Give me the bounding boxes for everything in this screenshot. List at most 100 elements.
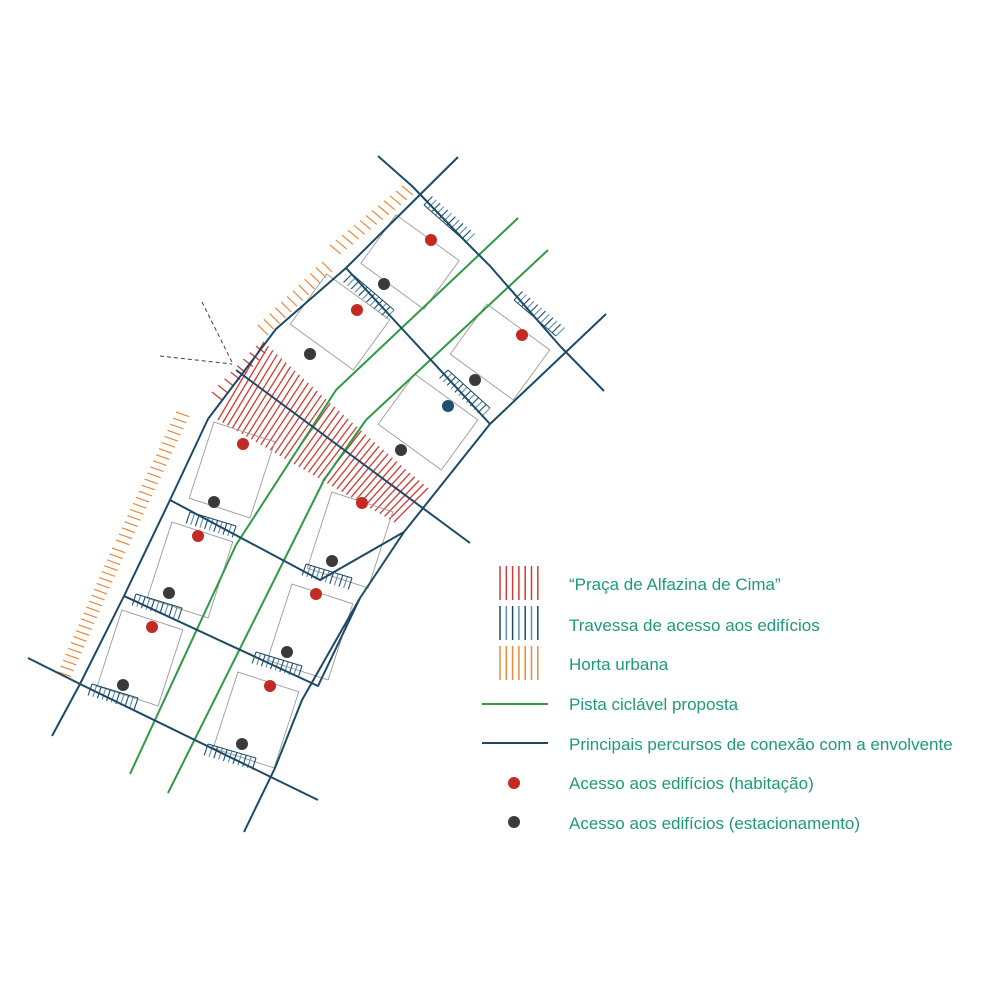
garden-hatch-line bbox=[155, 454, 170, 460]
building-block bbox=[360, 214, 460, 310]
garden-hatch-line bbox=[150, 466, 164, 473]
passage-line bbox=[227, 524, 232, 537]
annotation-leader bbox=[159, 301, 233, 365]
garden-hatch-line bbox=[144, 478, 158, 485]
housing-access-dot bbox=[351, 304, 363, 316]
plaza-hatch-line bbox=[345, 449, 385, 495]
parking-access-dot bbox=[117, 679, 129, 691]
plaza-hatch-line bbox=[217, 384, 229, 394]
passage-edge bbox=[135, 593, 183, 609]
plaza-hatch-line bbox=[211, 391, 222, 401]
plaza-hatch-line bbox=[355, 457, 393, 501]
road-line bbox=[169, 499, 405, 581]
housing-access-dot bbox=[310, 588, 322, 600]
passage-line bbox=[457, 226, 468, 236]
passage-line bbox=[431, 202, 441, 213]
garden-hatch bbox=[57, 185, 414, 678]
passage-line bbox=[208, 518, 214, 531]
garden-hatch-line bbox=[286, 295, 298, 307]
passage-line bbox=[185, 511, 191, 524]
garden-hatch-line bbox=[164, 435, 178, 442]
plaza-hatch-line bbox=[241, 362, 287, 435]
plaza-hatch-line bbox=[350, 453, 389, 498]
garden-hatch-line bbox=[371, 210, 384, 221]
passage-line bbox=[106, 689, 111, 702]
plaza-hatch-line bbox=[243, 358, 254, 368]
passage-line bbox=[461, 229, 472, 240]
garden-hatch-line bbox=[73, 636, 87, 642]
passage-line bbox=[177, 607, 183, 620]
passage-line bbox=[190, 513, 196, 525]
bike-lane-line bbox=[167, 479, 325, 794]
road-line bbox=[377, 155, 605, 392]
garden-hatch-line bbox=[172, 417, 187, 424]
passage-line bbox=[251, 651, 257, 664]
garden-hatch-line bbox=[321, 261, 333, 273]
passage-line bbox=[163, 603, 169, 616]
plaza-hatch-line bbox=[231, 354, 278, 429]
passage-line bbox=[208, 745, 214, 757]
garden-hatch-line bbox=[377, 205, 390, 216]
legend: “Praça de Alfazina de Cima” Travessa de … bbox=[482, 566, 953, 833]
legend-bike-label: Pista ciclável proposta bbox=[569, 695, 739, 714]
garden-hatch-line bbox=[86, 606, 100, 613]
plaza-hatch-line bbox=[293, 406, 336, 465]
passage-edge bbox=[447, 369, 491, 409]
garden-hatch-line bbox=[383, 200, 396, 211]
plaza-hatch-line bbox=[326, 434, 367, 484]
garden-hatch-line bbox=[304, 278, 315, 290]
road-line bbox=[51, 156, 459, 737]
bike-lane-line bbox=[365, 249, 549, 421]
building-block bbox=[289, 273, 391, 371]
passage-line bbox=[306, 565, 312, 577]
passage-line bbox=[547, 320, 558, 330]
garden-hatch-line bbox=[127, 515, 141, 521]
garden-hatch-line bbox=[132, 502, 147, 509]
annotation-dashed-line bbox=[159, 355, 233, 365]
plaza-hatch-line bbox=[317, 426, 358, 479]
garden-hatch-line bbox=[62, 659, 77, 666]
passage-line bbox=[532, 307, 542, 317]
garden-hatch-line bbox=[175, 411, 190, 418]
passage-edge bbox=[351, 273, 395, 311]
parking-access-dot bbox=[395, 444, 407, 456]
legend-passage-symbol bbox=[499, 606, 539, 640]
plaza-hatch-line bbox=[364, 464, 402, 506]
garden-hatch-line bbox=[75, 630, 90, 636]
building-block bbox=[449, 303, 551, 401]
passage-line bbox=[427, 199, 437, 209]
plaza-hatch-line bbox=[388, 483, 425, 520]
bike-lane-line bbox=[335, 217, 519, 391]
garden-hatch-line bbox=[138, 490, 153, 497]
plaza-hatch-line bbox=[298, 410, 340, 468]
passage-line bbox=[145, 598, 151, 610]
building-block bbox=[188, 421, 276, 519]
passage-line bbox=[231, 525, 237, 538]
plaza-hatch-line bbox=[236, 365, 247, 374]
passage-line bbox=[347, 577, 353, 590]
parking-access-dot bbox=[304, 348, 316, 360]
plaza-hatch-line bbox=[307, 418, 349, 473]
garden-hatch-line bbox=[257, 324, 269, 336]
garden-hatch-line bbox=[57, 671, 72, 678]
plaza-hatch-line bbox=[284, 398, 327, 459]
parking-access-dot bbox=[326, 555, 338, 567]
bike-lane-line bbox=[129, 544, 237, 775]
parking-access-dot bbox=[281, 646, 293, 658]
legend-road-label: Principais percursos de conexão com a en… bbox=[569, 735, 953, 754]
passage-line bbox=[513, 291, 523, 301]
passage-line bbox=[343, 273, 353, 283]
garden-hatch-line bbox=[106, 559, 121, 566]
garden-hatch-line bbox=[68, 647, 82, 654]
passage-edge bbox=[207, 743, 257, 759]
passage-line bbox=[173, 606, 178, 619]
passage-line bbox=[237, 753, 243, 766]
legend-plaza-symbol bbox=[499, 566, 539, 600]
garden-hatch-line bbox=[152, 460, 167, 467]
legend-parking-dot bbox=[508, 816, 520, 828]
garden-hatch-line bbox=[70, 641, 85, 648]
passage-edge bbox=[91, 683, 139, 699]
parking-access-dot bbox=[378, 278, 390, 290]
legend-garden-label: Horta urbana bbox=[569, 655, 669, 674]
